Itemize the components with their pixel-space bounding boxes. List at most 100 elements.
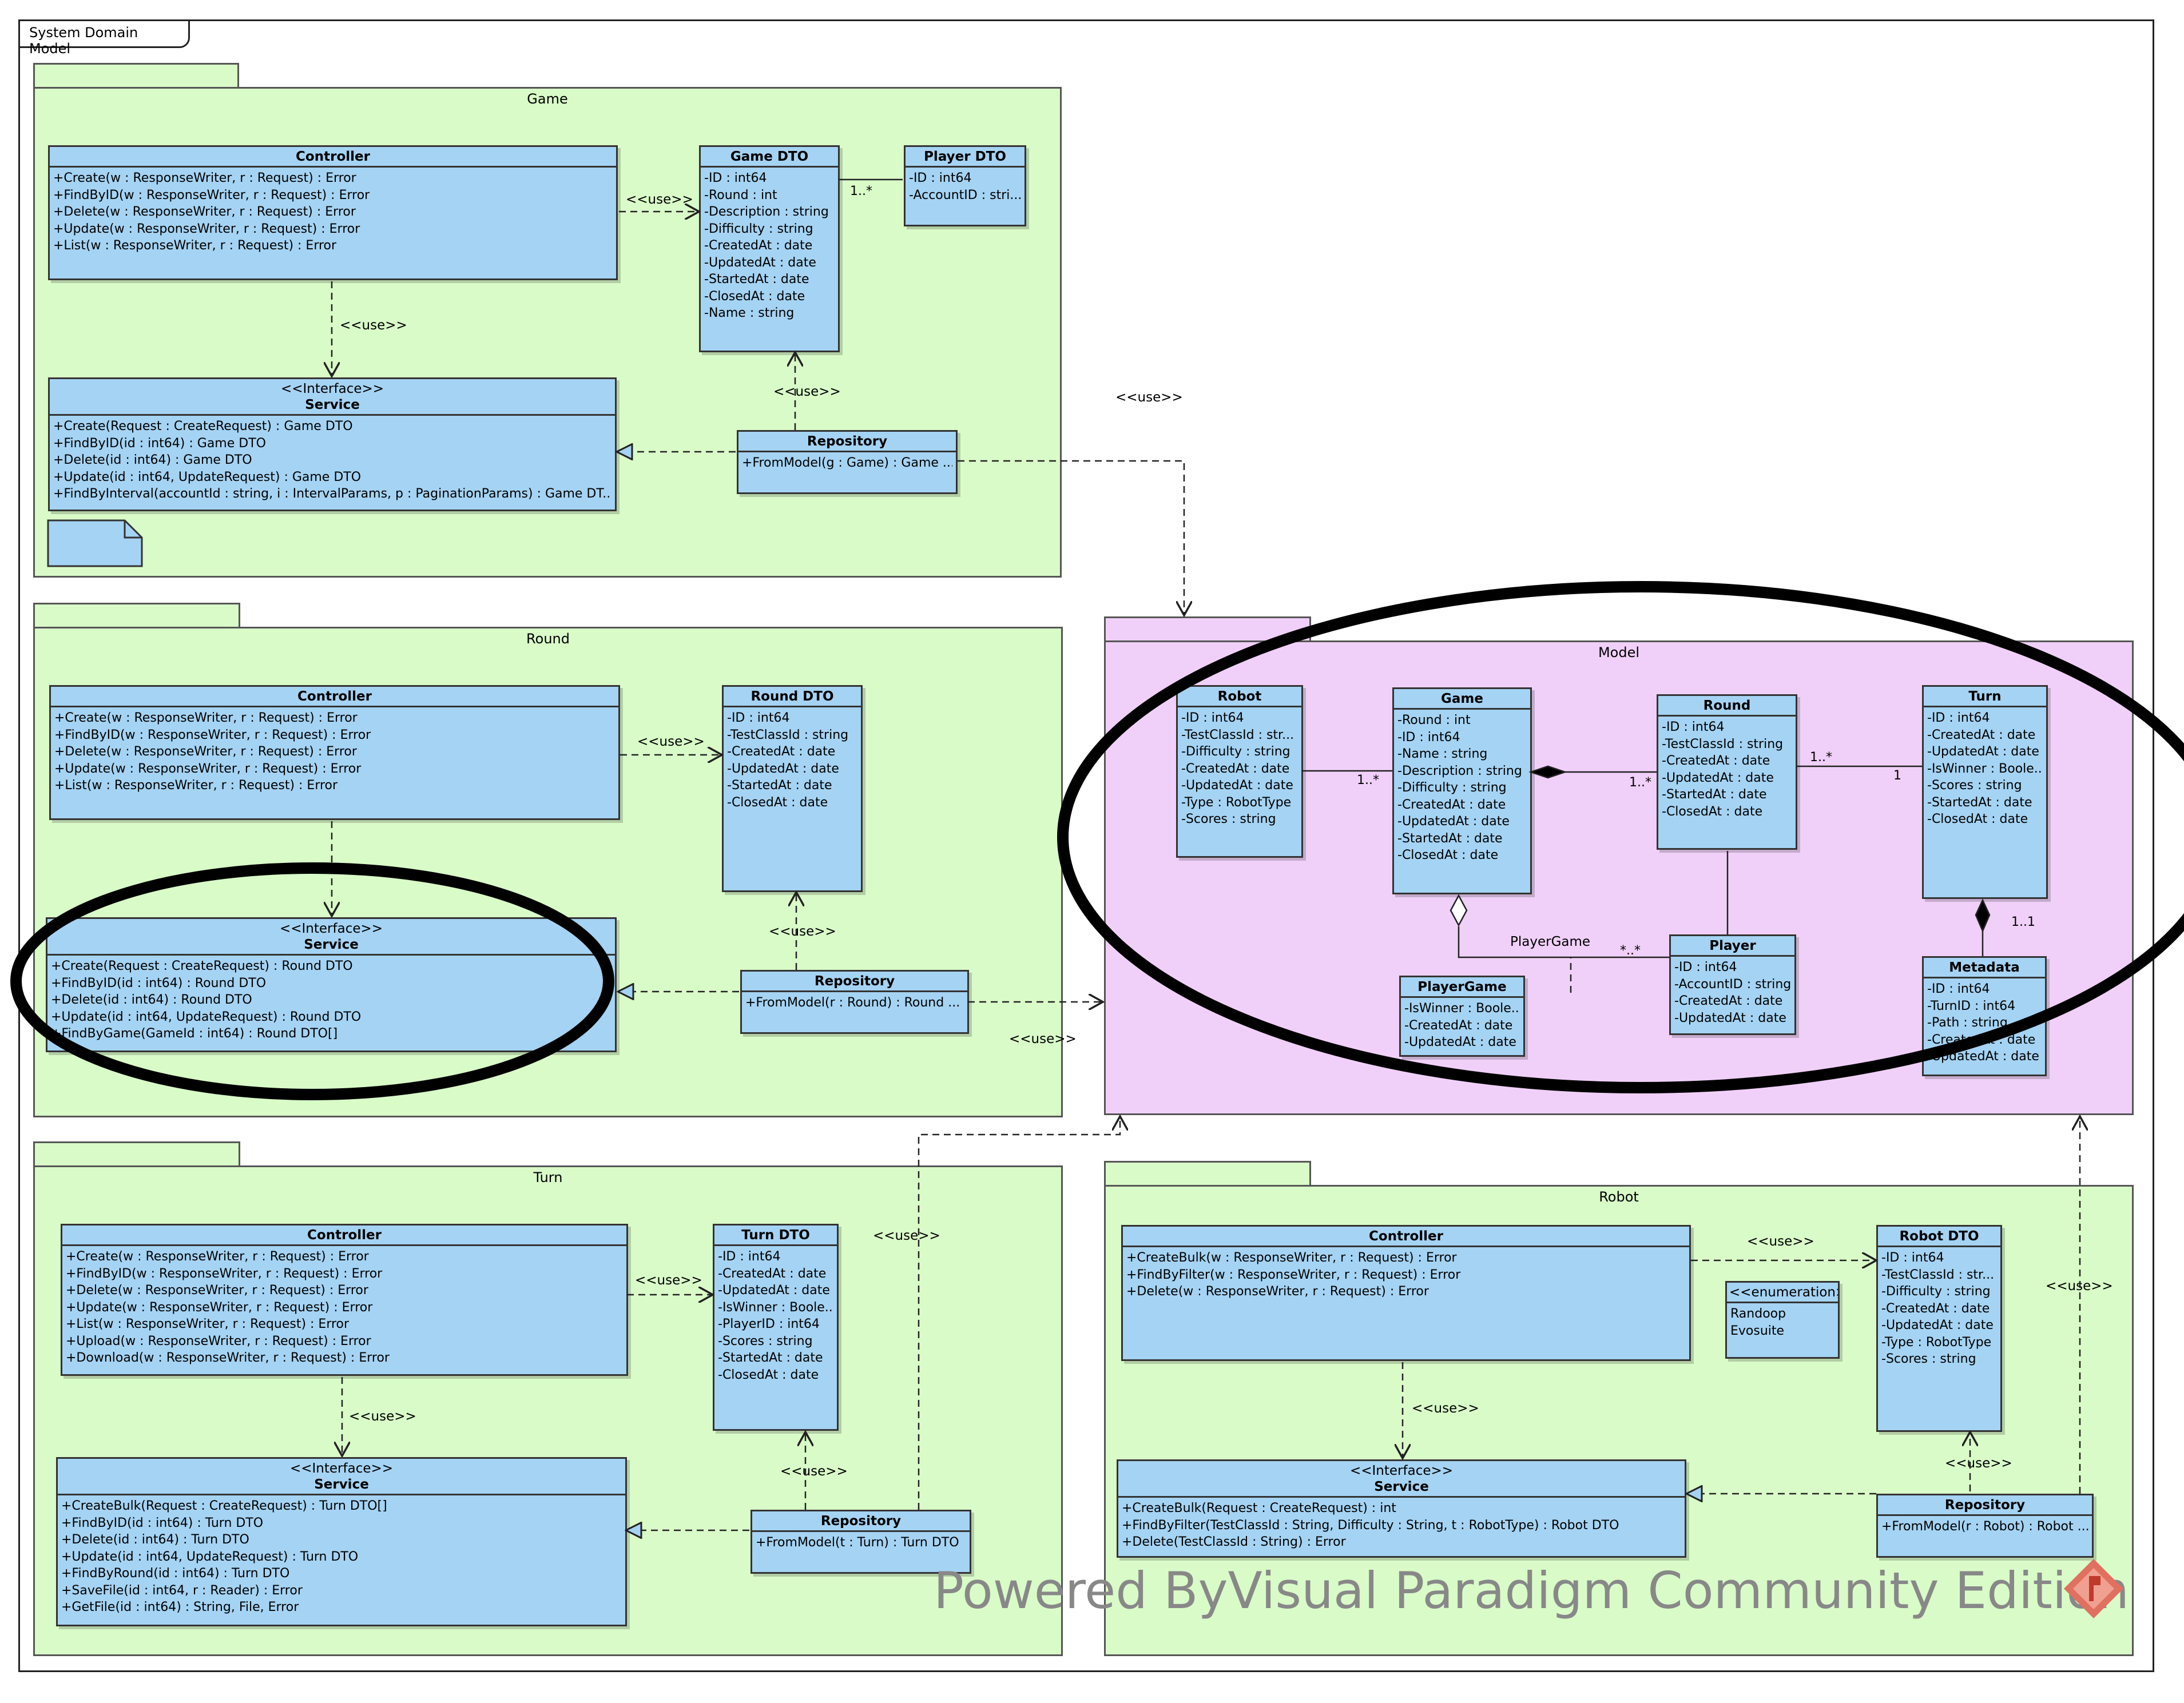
attribute: -Name : string xyxy=(1397,747,1488,761)
attribute: -Type : RobotType xyxy=(1881,1335,1992,1350)
round-repository-class: Repository +FromModel(r : Round) : Round… xyxy=(740,970,969,1034)
attribute: -StartedAt : date xyxy=(727,778,832,793)
multiplicity-label: 1..* xyxy=(1357,773,1379,787)
model-player-class: Player -ID : int64 -AccountID : string -… xyxy=(1669,934,1796,1035)
round-package-tab xyxy=(33,603,240,628)
class-name: Robot xyxy=(1217,689,1262,704)
multiplicity-label: 1..1 xyxy=(2011,915,2035,929)
attribute: -ClosedAt : date xyxy=(718,1367,819,1382)
attribute: -CreatedAt : date xyxy=(1881,1301,1990,1316)
operation: +CreateBulk(Request : CreateRequest) : i… xyxy=(1122,1501,1396,1515)
multiplicity-label: *..* xyxy=(1620,944,1641,958)
class-name: Player xyxy=(1709,938,1756,953)
class-name: Repository xyxy=(1944,1498,2026,1513)
multiplicity-label: 1 xyxy=(1893,769,1901,783)
attribute: -CreatedAt : date xyxy=(1181,761,1290,776)
use-label: <<use>> xyxy=(340,318,407,333)
operation: +Delete(w : ResponseWriter, r : Request)… xyxy=(1126,1284,1429,1299)
class-name: Round xyxy=(1703,698,1751,713)
class-name: Round DTO xyxy=(750,689,834,704)
watermark-text: Powered ByVisual Paradigm Community Edit… xyxy=(934,1561,2129,1620)
use-label: <<use>> xyxy=(769,924,836,939)
operation: +Update(w : ResponseWriter, r : Request)… xyxy=(53,221,360,236)
attribute: -Scores : string xyxy=(1181,812,1276,826)
class-name: Controller xyxy=(297,689,372,704)
attribute: -IsWinner : Boole... xyxy=(718,1300,833,1315)
operation: +FindByFilter(TestClassId : String, Diff… xyxy=(1122,1518,1619,1533)
attribute: -UpdatedAt : date xyxy=(704,255,816,270)
attribute: -Scores : string xyxy=(1927,778,2022,793)
operation: +SaveFile(id : int64, r : Reader) : Erro… xyxy=(61,1583,303,1598)
operation: +Delete(TestClassId : String) : Error xyxy=(1122,1535,1346,1549)
attribute: -Difficulty : string xyxy=(1181,745,1290,759)
playergame-assoc-label: PlayerGame xyxy=(1510,934,1591,949)
enum-value: Randoop xyxy=(1730,1307,1786,1321)
use-label: <<use>> xyxy=(1115,390,1183,405)
enum-value: Evosuite xyxy=(1730,1323,1785,1338)
operation: +Delete(w : ResponseWriter, r : Request)… xyxy=(66,1283,368,1298)
attribute: -Difficulty : string xyxy=(1397,781,1507,795)
attribute: -PlayerID : int64 xyxy=(718,1317,820,1331)
class-name: Service xyxy=(305,397,360,412)
class-name: Turn DTO xyxy=(741,1228,810,1243)
multiplicity-label: 1..* xyxy=(1810,750,1832,765)
attribute: -ID : int64 xyxy=(1881,1251,1944,1265)
attribute: -UpdatedAt : date xyxy=(718,1283,830,1298)
class-name: Repository xyxy=(807,434,888,449)
attribute: -StartedAt : date xyxy=(1662,787,1767,802)
operation: +Create(Request : CreateRequest) : Game … xyxy=(53,419,353,433)
model-highlight-ring xyxy=(1057,581,2184,1093)
note-icon xyxy=(47,519,143,567)
attribute: -ID : int64 xyxy=(909,171,972,185)
use-label: <<use>> xyxy=(635,1273,702,1288)
model-turn-class: Turn -ID : int64 -CreatedAt : date -Upda… xyxy=(1922,685,2048,899)
operation: +Update(w : ResponseWriter, r : Request)… xyxy=(54,761,362,776)
attribute: -Difficulty : string xyxy=(704,221,813,236)
attribute: -ID : int64 xyxy=(1662,720,1725,734)
attribute: -ClosedAt : date xyxy=(1397,848,1499,862)
use-label: <<use>> xyxy=(773,384,841,399)
operation: +FindByInterval(accountId : string, i : … xyxy=(53,487,611,501)
robot-type-enumeration: <<enumeration>> Randoop Evosuite xyxy=(1725,1281,1840,1359)
attribute: -CreatedAt : date xyxy=(704,238,813,253)
attribute: -ClosedAt : date xyxy=(704,289,805,304)
attribute: -Scores : string xyxy=(1881,1352,1976,1366)
operation: +CreateBulk(w : ResponseWriter, r : Requ… xyxy=(1126,1251,1457,1265)
turn-package-tab xyxy=(33,1141,240,1167)
stereotype: <<Interface>> xyxy=(1349,1463,1454,1478)
attribute: -ClosedAt : date xyxy=(1662,804,1763,819)
game-player-diamond xyxy=(1450,894,1468,927)
model-game-class: Game -Round : int -ID : int64 -Name : st… xyxy=(1392,687,1532,894)
round-package-title: Round xyxy=(526,631,570,647)
game-package-title: Game xyxy=(527,91,568,107)
turn-metadata-diamond xyxy=(1975,898,1991,933)
attribute: -CreatedAt : date xyxy=(1397,797,1506,812)
use-label: <<use>> xyxy=(1412,1401,1479,1416)
operation: +FindByID(w : ResponseWriter, r : Reques… xyxy=(53,188,370,202)
game-service-class: <<Interface>>Service +Create(Request : C… xyxy=(48,377,617,511)
class-name: Service xyxy=(1374,1479,1429,1494)
operation: +List(w : ResponseWriter, r : Request) :… xyxy=(53,238,337,253)
attribute: -UpdatedAt : date xyxy=(727,761,839,776)
round-controller-class: Controller +Create(w : ResponseWriter, r… xyxy=(49,685,620,820)
class-name: Controller xyxy=(1369,1229,1443,1244)
operation: +Update(id : int64, UpdateRequest) : Gam… xyxy=(53,469,362,484)
class-name: Robot DTO xyxy=(1899,1229,1979,1244)
use-label: <<use>> xyxy=(873,1228,940,1243)
frame-title: System Domain Model xyxy=(18,19,190,57)
use-label: <<use>> xyxy=(637,734,705,749)
visual-paradigm-logo-icon xyxy=(2064,1559,2123,1618)
round-service-highlight-ring xyxy=(10,862,614,1100)
turn-package-title: Turn xyxy=(533,1169,563,1185)
multiplicity-label: 1..* xyxy=(1629,775,1651,790)
attribute: -Name : string xyxy=(704,306,795,320)
operation: +FromModel(t : Turn) : Turn DTO xyxy=(756,1535,959,1550)
operation: +List(w : ResponseWriter, r : Request) :… xyxy=(66,1317,350,1331)
operation: +FindByID(id : int64) : Turn DTO xyxy=(61,1515,264,1530)
operation: +List(w : ResponseWriter, r : Request) :… xyxy=(54,778,338,793)
attribute: -Difficulty : string xyxy=(1881,1284,1991,1299)
robot-dto-class: Robot DTO -ID : int64 -TestClassId : str… xyxy=(1876,1225,2002,1432)
turn-dto-class: Turn DTO -ID : int64 -CreatedAt : date -… xyxy=(713,1224,839,1431)
player-dto-class: Player DTO -ID : int64 -AccountID : stri… xyxy=(904,145,1026,226)
